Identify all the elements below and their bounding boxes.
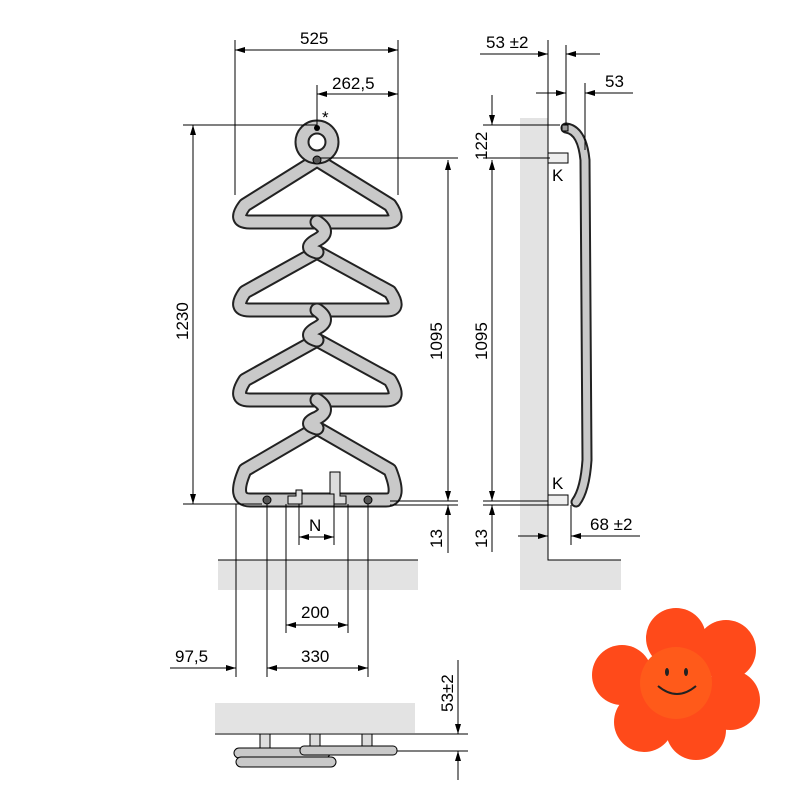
dim-bottom-depth: 68 ±2	[590, 515, 632, 534]
flower-logo	[592, 608, 760, 760]
dim-top-wall-distance: 53±2	[438, 674, 457, 712]
side-view: K K 53 ±2 53 122 1095 13 68 ±2	[472, 33, 640, 590]
dim-width-total: 525	[300, 29, 328, 48]
dim-left-offset: 97,5	[175, 647, 208, 666]
smiley-face-icon	[640, 647, 712, 719]
dim-pipe-spacing: 330	[301, 647, 329, 666]
star-marker: *	[322, 108, 329, 127]
floor-block	[218, 560, 418, 590]
dim-connection-spacing: 200	[301, 603, 329, 622]
bracket-label-top: K	[552, 166, 564, 185]
valve-right	[329, 471, 347, 505]
dim-depth: 53	[605, 72, 624, 91]
valve-left	[287, 489, 303, 505]
wall-section	[520, 118, 548, 590]
dim-height-total: 1230	[173, 302, 192, 340]
dim-bracket-top: 122	[472, 132, 491, 160]
dim-connection-label: N	[309, 516, 321, 535]
dim-side-offset-bottom: 13	[472, 529, 491, 548]
front-view: * 525 262,5 1230 1095 13 N	[170, 29, 458, 677]
dim-height-axis: 1095	[427, 322, 446, 360]
top-view: 53±2	[215, 660, 468, 780]
dim-half-width: 262,5	[332, 74, 375, 93]
dim-offset-bottom: 13	[427, 529, 446, 548]
dim-wall-distance: 53 ±2	[486, 33, 528, 52]
dim-side-height-axis: 1095	[472, 322, 491, 360]
bracket-label-bottom: K	[552, 474, 564, 493]
radiator-front	[232, 119, 403, 508]
